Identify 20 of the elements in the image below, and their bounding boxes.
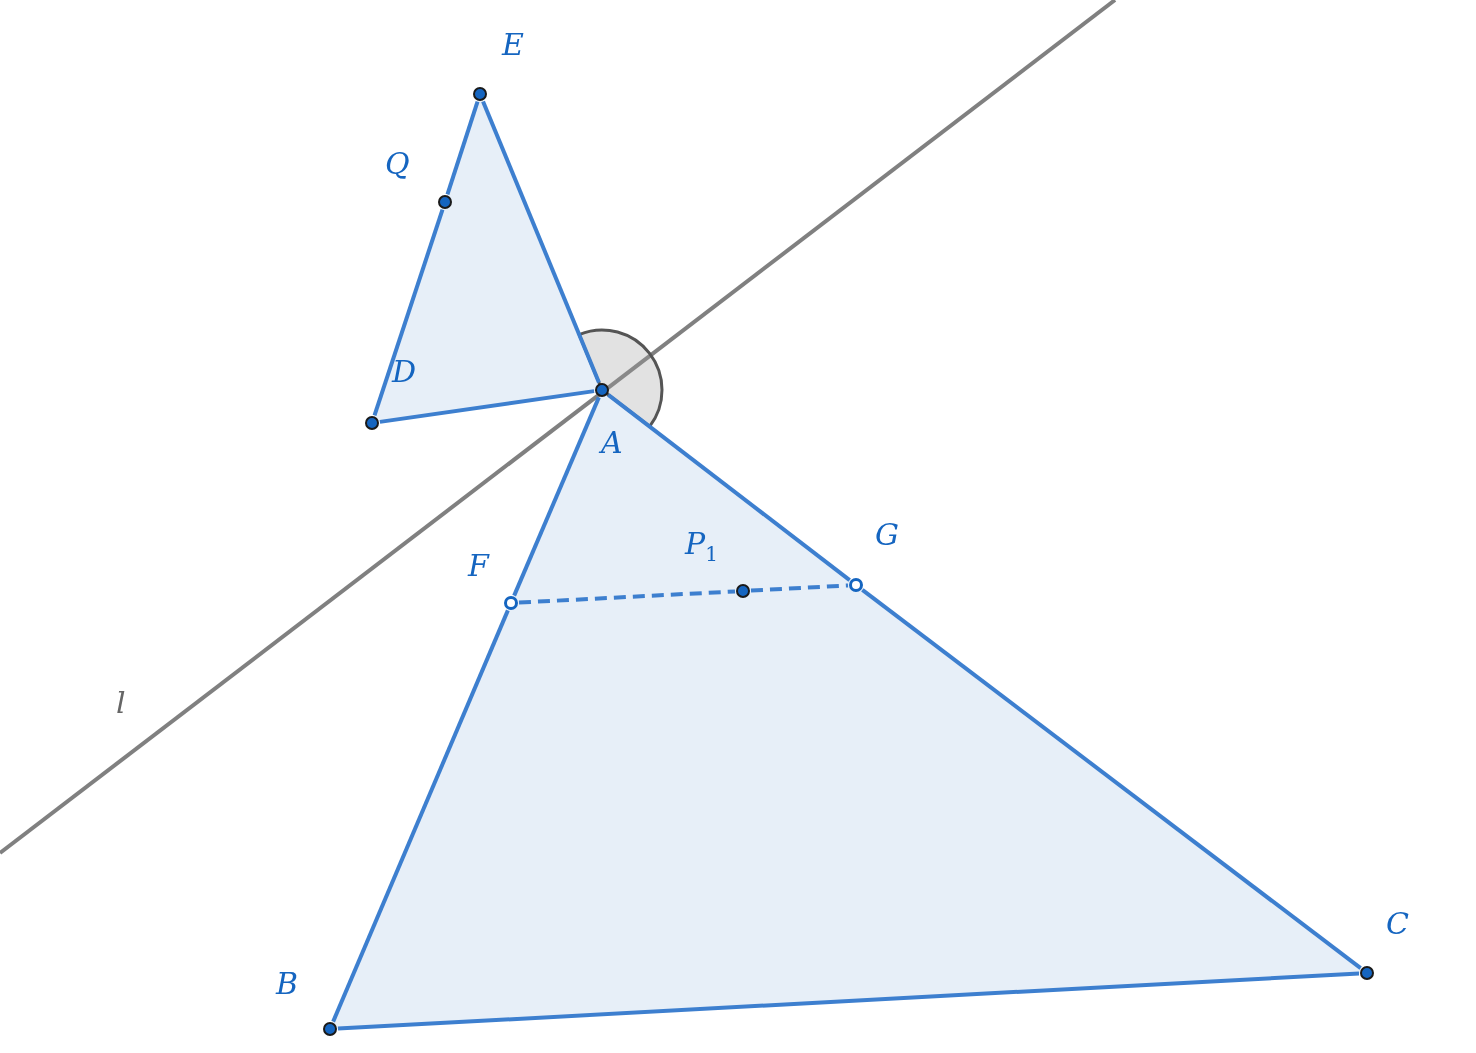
dashed-segment [518,589,736,605]
line-segment [481,100,601,384]
point-label: F [468,551,489,581]
line-segment [607,393,851,582]
dashed-segment [750,583,849,593]
line-segment [331,609,510,1023]
line-segment [337,971,1360,1031]
line-segment [372,208,445,417]
point-label: Q [385,149,410,179]
point-label: E [502,30,524,60]
line-label: l [116,688,126,718]
point-label: D [392,357,417,387]
point-label: G [875,520,899,550]
point-label: P$_{1}$ [685,529,718,564]
line-segment [379,389,595,424]
point-label: C [1386,909,1409,939]
line-segment [861,588,1362,970]
line-segment [445,101,480,195]
line-segment [512,396,601,597]
point-label: B [276,969,299,999]
